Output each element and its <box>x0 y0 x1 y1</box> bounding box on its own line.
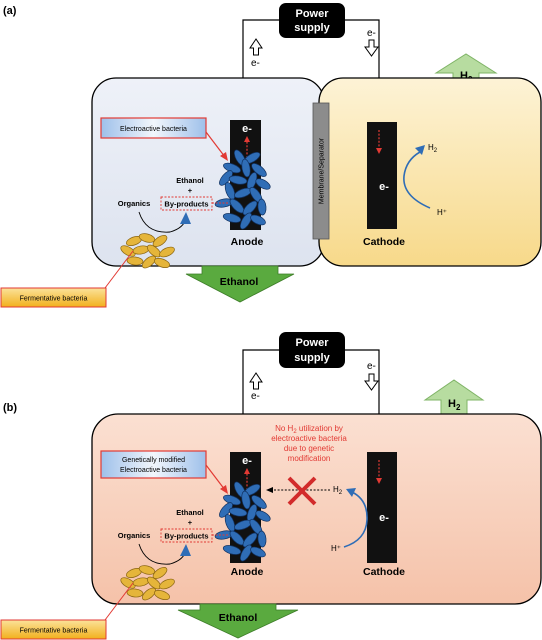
ethanol-text: Ethanol <box>176 508 204 517</box>
ethanol-output-label: Ethanol <box>220 276 259 288</box>
anode-electron-arrowhead-icon <box>244 136 250 142</box>
anode-chamber <box>91 77 325 267</box>
fermentative-bacteria-label: Fermentative bacteria <box>20 296 88 303</box>
blocked-cross-icon <box>287 476 317 506</box>
electron-down-arrow-icon <box>364 373 379 391</box>
electron-right-label: e- <box>367 361 376 372</box>
gm-box-line1: Genetically modified <box>122 457 185 464</box>
fermentation-arrowhead-icon <box>180 212 191 224</box>
fermentative-bacteria-cluster <box>120 565 175 601</box>
anode-electrode-label: e- <box>242 123 252 135</box>
h2-product-arrowhead-icon <box>415 145 425 155</box>
anode-electrode-label: e- <box>242 455 252 467</box>
electroactive-pointer-line <box>205 131 226 158</box>
panel-a: (a) Power supply e- e- H2 Membrane/Separ… <box>0 3 542 308</box>
blocked-h2-arrowhead-icon <box>266 487 273 493</box>
cathode-chamber <box>318 77 542 267</box>
electroactive-bacteria-cluster <box>214 481 271 562</box>
power-supply-box <box>279 332 345 368</box>
fermentative-pointer-line <box>104 250 134 289</box>
h-plus-label: H⁺ <box>437 208 447 217</box>
h2-product-label: H2 <box>333 485 343 496</box>
h-plus-to-h2-curve <box>403 151 431 209</box>
power-supply-line1: Power <box>295 8 329 20</box>
panel-b-label: (b) <box>3 402 17 414</box>
power-supply-line2: supply <box>294 22 330 34</box>
fermentative-bacteria-box <box>0 619 107 640</box>
fermentation-arrowhead-icon <box>180 544 191 556</box>
electroactive-bacteria-cluster <box>214 149 271 230</box>
membrane-label: Membrane/Separator <box>319 137 326 204</box>
annotation-line2: electroactive bacteria <box>271 434 347 443</box>
cathode-electrode <box>367 452 397 563</box>
ethanol-output-label: Ethanol <box>219 612 258 624</box>
cathode-electrode <box>367 122 397 229</box>
power-supply-line1: Power <box>295 337 329 349</box>
annotation-line3: due to genetic <box>284 444 334 453</box>
electron-right-label: e- <box>367 28 376 39</box>
plus-text: + <box>188 186 193 195</box>
cathode-electrode-label: e- <box>379 181 389 193</box>
anode-electron-arrowhead-icon <box>244 468 250 474</box>
fermentative-pointer-line <box>104 582 134 621</box>
electroactive-bacteria-label: Electroactive bacteria <box>120 126 187 133</box>
organics-text: Organics <box>118 531 151 540</box>
h2-product-arrowhead-icon <box>346 488 356 497</box>
h-plus-to-h2-curve <box>343 491 368 548</box>
power-supply-line2: supply <box>294 352 330 364</box>
anode-label: Anode <box>231 236 264 248</box>
cathode-electron-arrowhead-icon <box>376 148 382 154</box>
fermentative-bacteria-label: Fermentative bacteria <box>20 628 88 635</box>
panel-a-label: (a) <box>3 5 17 17</box>
electron-down-arrow-icon <box>364 39 379 57</box>
annotation-line4: modification <box>288 454 331 463</box>
gm-electroactive-bacteria-box <box>100 450 207 479</box>
ethanol-output-arrow-icon <box>177 603 299 639</box>
plus-text: + <box>188 518 193 527</box>
ethanol-text: Ethanol <box>176 176 204 185</box>
electroactive-bacteria-box <box>100 117 207 139</box>
organics-text: Organics <box>118 199 151 208</box>
electron-up-arrow-icon <box>249 372 263 390</box>
cathode-label: Cathode <box>363 236 405 248</box>
fermentative-bacteria-box <box>0 287 107 308</box>
cathode-electron-arrowhead-icon <box>376 478 382 484</box>
ethanol-output-arrow-icon <box>185 265 295 303</box>
h2-output-label: H2 <box>448 398 461 412</box>
power-supply-box <box>279 3 345 38</box>
membrane-separator <box>312 102 330 240</box>
byproducts-text: By-products <box>164 532 208 541</box>
gm-box-line2: Electroactive bacteria <box>120 467 187 474</box>
electroactive-pointer-arrowhead-icon <box>220 152 228 161</box>
annotation-line1: No H2 utilization by <box>275 424 343 435</box>
gm-pointer-arrowhead-icon <box>220 485 228 494</box>
h-plus-label: H⁺ <box>331 544 341 553</box>
gm-pointer-line <box>205 464 226 491</box>
electron-left-label: e- <box>251 58 260 69</box>
cathode-label: Cathode <box>363 566 405 578</box>
anode-label: Anode <box>231 566 264 578</box>
byproducts-text: By-products <box>164 200 208 209</box>
panel-b: (b) Power supply e- e- H2 e- e- No H2 ut… <box>0 332 542 640</box>
cathode-electrode-label: e- <box>379 512 389 524</box>
electron-left-label: e- <box>251 391 260 402</box>
h2-product-label: H2 <box>428 143 438 154</box>
h2-output-arrow-icon <box>423 379 485 415</box>
electron-up-arrow-icon <box>249 38 263 56</box>
